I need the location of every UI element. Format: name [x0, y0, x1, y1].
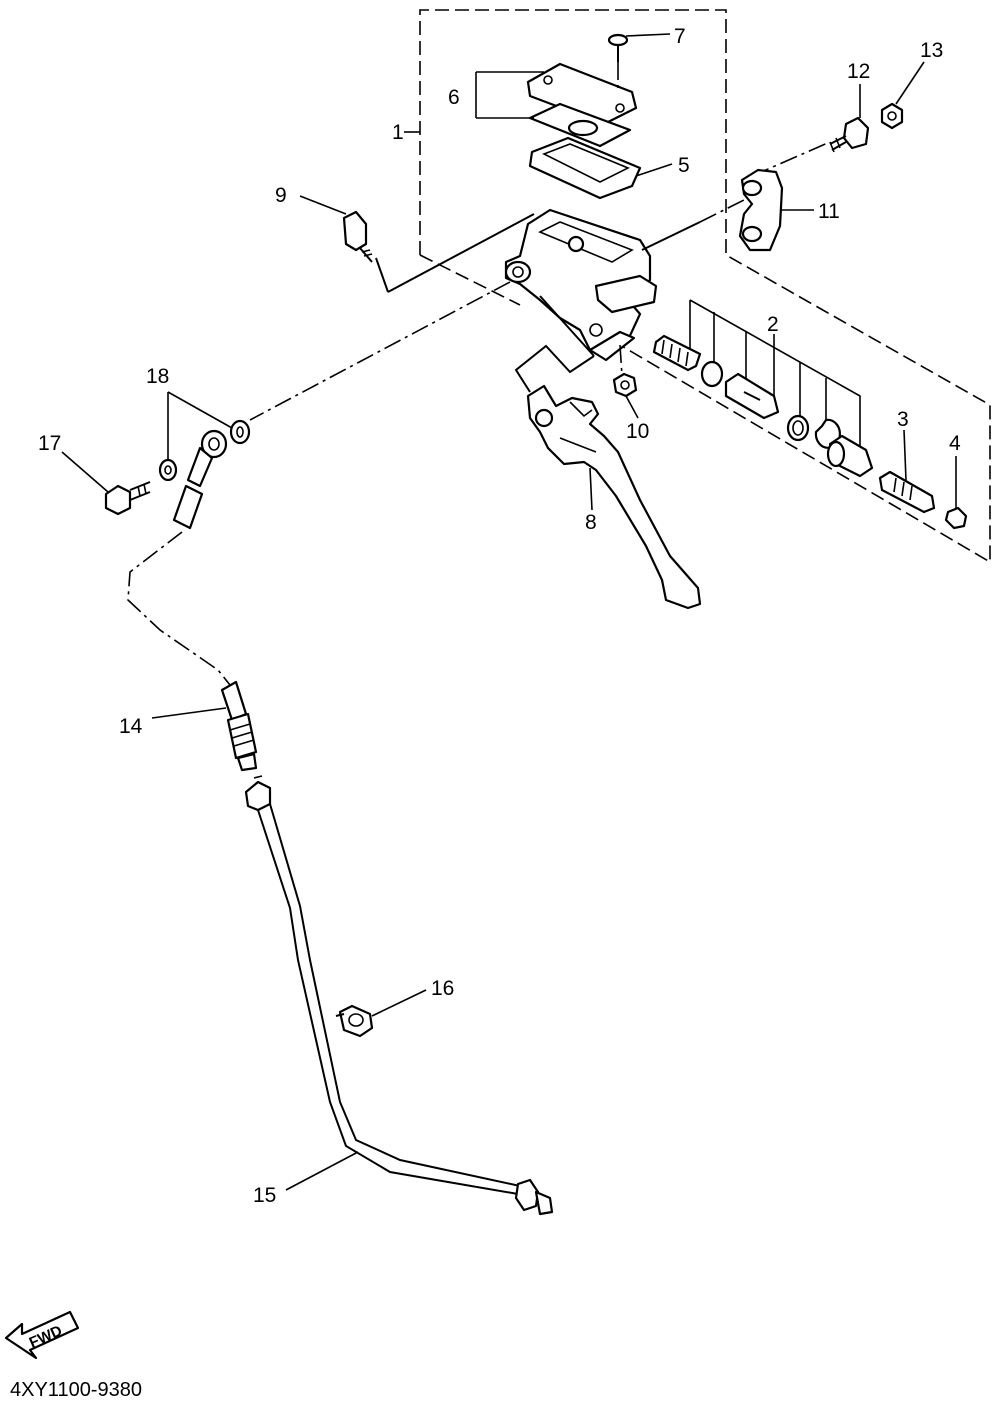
callout-1: 1 — [392, 121, 404, 144]
bolt-12 — [829, 116, 870, 153]
callout-14: 14 — [119, 715, 143, 738]
fwd-arrow-icon: FWD — [4, 1310, 80, 1360]
holder-11 — [738, 168, 784, 252]
copper-washer-18b — [229, 419, 251, 445]
callout-17: 17 — [38, 432, 61, 455]
callout-15: 15 — [253, 1184, 276, 1207]
clamp-16 — [335, 1004, 374, 1038]
callout-7: 7 — [674, 25, 686, 48]
reservoir-cap-set — [526, 62, 642, 200]
callout-18: 18 — [146, 365, 169, 388]
cap-4 — [944, 506, 968, 530]
callout-12: 12 — [847, 60, 870, 83]
callout-2: 2 — [767, 313, 779, 336]
callout-6: 6 — [448, 86, 460, 109]
callout-16: 16 — [431, 977, 454, 1000]
callout-13: 13 — [920, 39, 943, 62]
callout-labels: 1 2 3 4 5 6 7 8 9 10 11 12 13 14 15 16 1… — [38, 25, 961, 1207]
callout-4: 4 — [949, 432, 961, 455]
nut-13 — [880, 102, 904, 130]
callout-5: 5 — [678, 154, 690, 177]
union-bolt-17 — [104, 481, 151, 516]
nut-10 — [612, 372, 638, 398]
copper-washer-18a — [158, 458, 178, 482]
clutch-hose-14 — [220, 680, 258, 772]
callout-11: 11 — [818, 200, 840, 223]
clutch-pipe-15 — [244, 775, 554, 1216]
hose-path — [127, 531, 235, 691]
lever-8 — [526, 384, 702, 610]
pivot-3 — [878, 470, 936, 514]
callout-10: 10 — [626, 420, 649, 443]
callout-8: 8 — [585, 511, 597, 534]
bleed-screw-9 — [342, 210, 373, 263]
leader-lines — [249, 141, 831, 421]
hose-banjo-fitting — [172, 429, 228, 530]
fwd-label: FWD — [27, 1322, 65, 1351]
screw-7 — [607, 33, 629, 92]
assembly-boundary — [419, 9, 991, 564]
callout-leaders — [61, 33, 957, 1191]
piston-kit-2 — [652, 299, 874, 478]
callout-9: 9 — [275, 184, 287, 207]
diagram-code: 4XY1100-9380 — [10, 1379, 142, 1401]
callout-3: 3 — [897, 408, 909, 431]
master-cylinder-body — [504, 208, 658, 362]
